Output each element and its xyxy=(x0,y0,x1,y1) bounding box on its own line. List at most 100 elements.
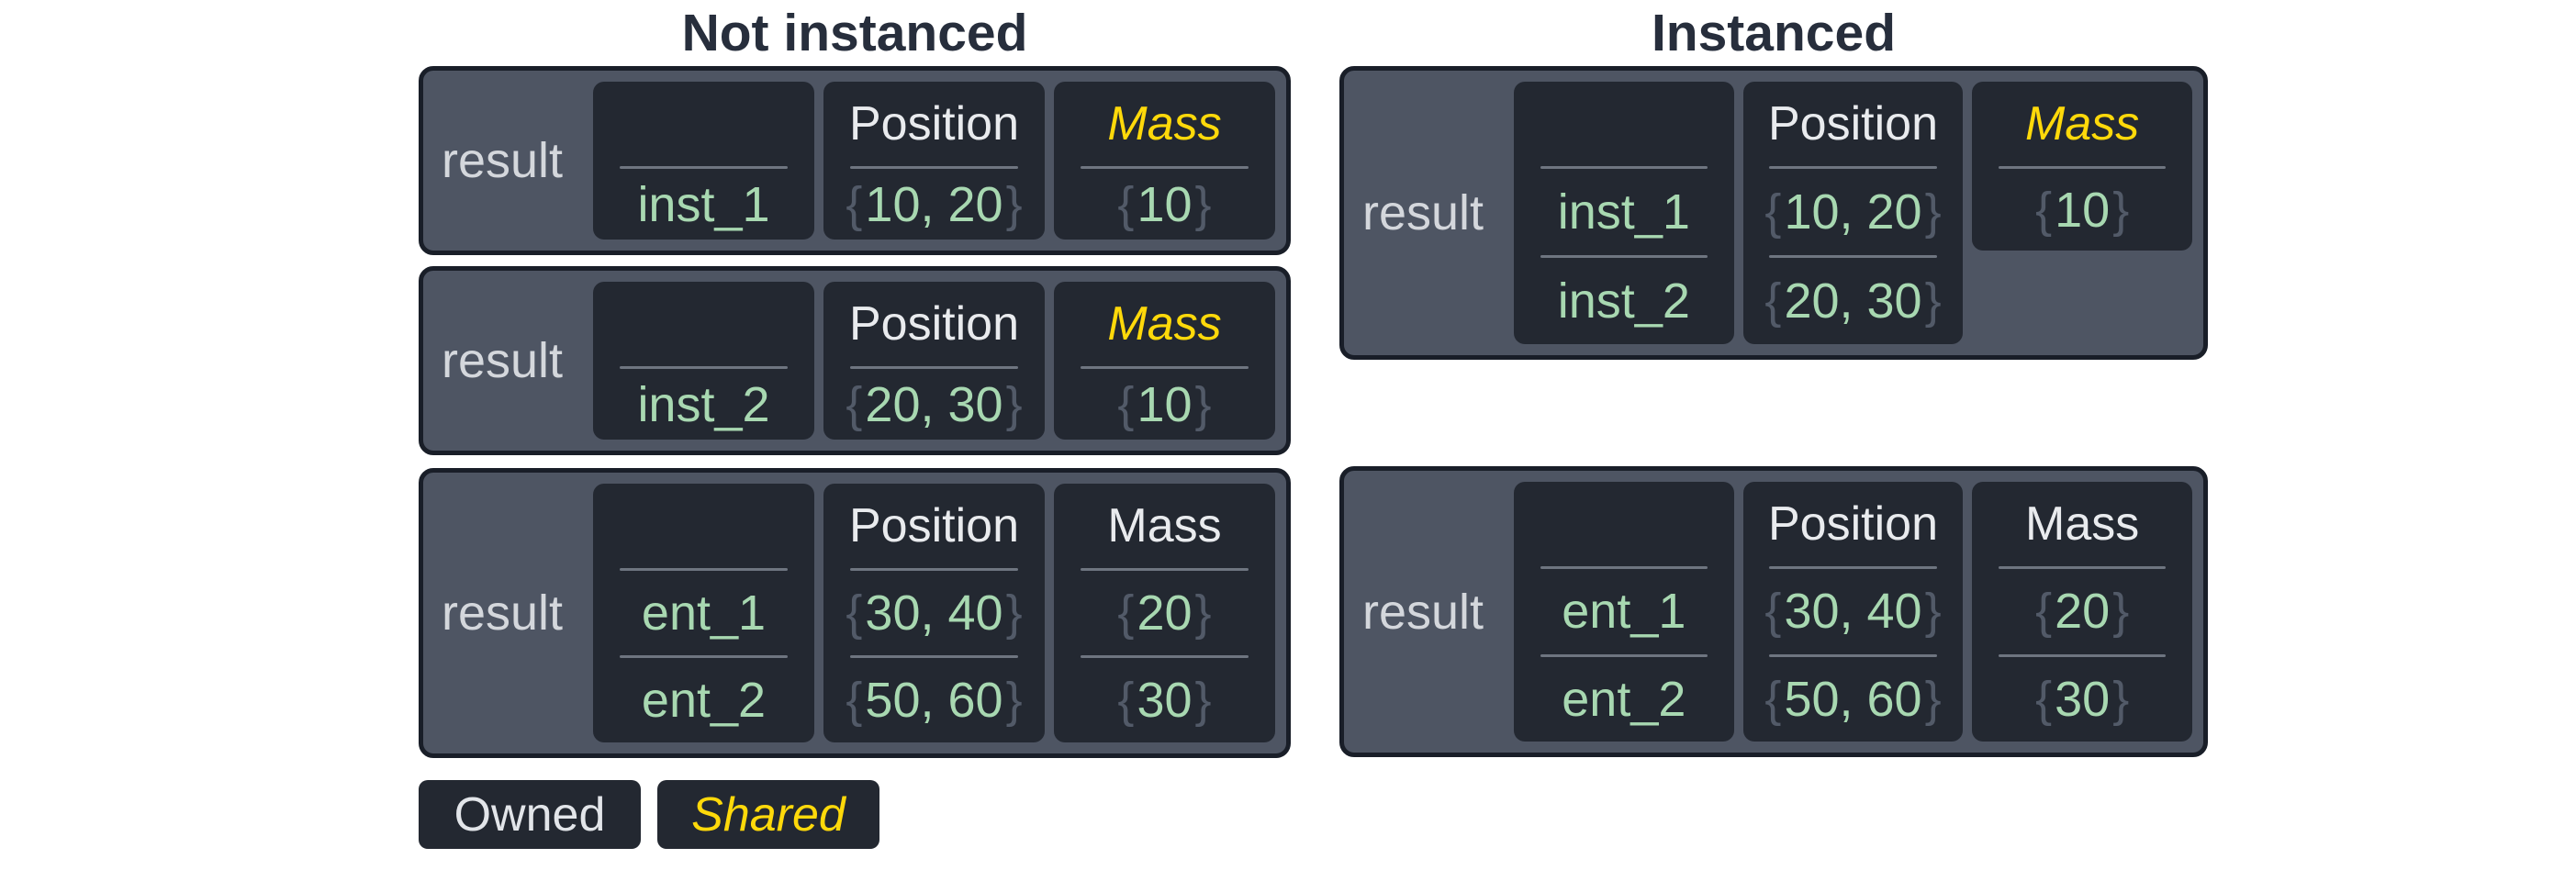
close-brace: } xyxy=(1005,673,1023,728)
not-instanced-column: Not instanced result inst_1 Position {10… xyxy=(419,0,1291,870)
close-brace: } xyxy=(2112,584,2130,640)
component-value: 20 xyxy=(2055,584,2111,640)
component-value-row: {20, 30} xyxy=(1743,258,1964,344)
entity-column: inst_1 xyxy=(593,82,814,240)
row-divider xyxy=(1540,255,1708,258)
mass-column-header: Mass xyxy=(1107,297,1222,351)
entity-row: ent_1 xyxy=(1514,569,1734,654)
mass-column-header: Mass xyxy=(1107,97,1222,151)
table-cells: inst_2 Position {20, 30} Mass {10} xyxy=(593,271,1286,451)
close-brace: } xyxy=(1924,671,1942,727)
open-brace: { xyxy=(1764,671,1782,727)
open-brace: { xyxy=(2035,671,2053,727)
open-brace: { xyxy=(846,673,863,728)
component-value: 20 xyxy=(1137,586,1193,641)
component-value: 10 xyxy=(1137,176,1193,232)
component-value: 10, 20 xyxy=(1784,184,1922,240)
open-brace: { xyxy=(1117,176,1135,232)
component-value-row: {30, 40} xyxy=(823,571,1045,655)
component-value: 30 xyxy=(1137,673,1193,728)
mass-column: Mass {20} {30} xyxy=(1054,484,1275,742)
result-box-instanced-2: result ent_1 ent_2 Position {30, 40} {50… xyxy=(1339,466,2208,757)
component-value: 20, 30 xyxy=(1784,273,1922,329)
mass-column-header: Mass xyxy=(1107,499,1222,552)
close-brace: } xyxy=(1194,673,1212,728)
result-box-not-instanced-1: result inst_1 Position {10, 20} Mass {10… xyxy=(419,66,1291,255)
component-value-row: {20} xyxy=(1054,571,1275,655)
result-label: result xyxy=(1362,584,1484,640)
mass-column-shared-single: Mass {10} xyxy=(1972,82,2193,251)
position-column: Position {30, 40} {50, 60} xyxy=(1742,482,1964,742)
component-value: 10, 20 xyxy=(865,176,1003,232)
entity-row: inst_1 xyxy=(1514,169,1734,255)
result-box-not-instanced-3: result ent_1 ent_2 Position {30, 40} {50… xyxy=(419,468,1291,758)
entity-name: inst_1 xyxy=(1557,184,1690,240)
position-column-header: Position xyxy=(1768,497,1938,551)
entity-column-header xyxy=(593,484,814,568)
header-divider xyxy=(1540,566,1708,569)
position-column-header: Position xyxy=(849,97,1019,151)
entity-column-header xyxy=(1514,82,1734,166)
entity-column-header xyxy=(593,82,814,166)
open-brace: { xyxy=(846,586,863,641)
component-value-row: {30} xyxy=(1972,657,2192,742)
header-divider xyxy=(849,366,1019,369)
position-column-header: Position xyxy=(849,499,1019,552)
position-column-header: Position xyxy=(849,297,1019,351)
not-instanced-title: Not instanced xyxy=(681,4,1028,62)
header-divider xyxy=(619,366,789,369)
component-value: 20, 30 xyxy=(865,376,1003,432)
header-divider xyxy=(1080,366,1249,369)
result-label: result xyxy=(442,333,564,388)
open-brace: { xyxy=(1117,673,1135,728)
entity-row: inst_2 xyxy=(593,369,814,440)
table-cells: ent_1 ent_2 Position {30, 40} {50, 60} M… xyxy=(1514,471,2203,753)
entity-column: inst_1 inst_2 xyxy=(1514,82,1734,344)
entity-row: inst_1 xyxy=(593,169,814,240)
entity-column-header xyxy=(1514,482,1734,566)
component-value-row: {50, 60} xyxy=(1743,657,1964,742)
legend-shared: Shared xyxy=(657,780,879,849)
header-divider xyxy=(619,166,789,169)
component-value: 30 xyxy=(2055,671,2111,727)
entity-name: inst_2 xyxy=(637,376,770,432)
entity-name: ent_1 xyxy=(1562,584,1686,640)
row-divider xyxy=(1999,653,2167,657)
open-brace: { xyxy=(1764,584,1782,640)
component-value: 50, 60 xyxy=(1784,671,1922,727)
open-brace: { xyxy=(1764,273,1782,329)
entity-row: ent_2 xyxy=(1514,657,1734,742)
open-brace: { xyxy=(2035,584,2053,640)
component-value-row: {10} xyxy=(1054,369,1275,440)
entity-column: inst_2 xyxy=(593,282,814,440)
position-column: Position {30, 40} {50, 60} xyxy=(823,484,1045,742)
entity-column-header xyxy=(593,282,814,366)
close-brace: } xyxy=(1194,586,1212,641)
close-brace: } xyxy=(1924,584,1942,640)
close-brace: } xyxy=(1005,586,1023,641)
open-brace: { xyxy=(846,176,863,232)
header-divider xyxy=(1080,568,1249,571)
result-label: result xyxy=(442,586,564,641)
component-value: 50, 60 xyxy=(865,673,1003,728)
mass-column: Mass {10} xyxy=(1054,282,1275,440)
result-label: result xyxy=(442,133,564,188)
component-value-row: {10} xyxy=(1054,169,1275,240)
open-brace: { xyxy=(1117,376,1135,432)
mass-column-header: Mass xyxy=(2025,97,2140,151)
entity-row: inst_2 xyxy=(1514,258,1734,344)
close-brace: } xyxy=(1005,376,1023,432)
component-value-row: {10, 20} xyxy=(1743,169,1964,255)
entity-name: inst_2 xyxy=(1557,273,1690,329)
entity-column: ent_1 ent_2 xyxy=(593,484,814,742)
result-label: result xyxy=(1362,185,1484,240)
header-divider xyxy=(1080,166,1249,169)
row-divider xyxy=(619,655,789,658)
header-divider xyxy=(1769,166,1937,169)
component-value-row: {10, 20} xyxy=(823,169,1045,240)
table-cells: inst_1 Position {10, 20} Mass {10} xyxy=(593,71,1286,251)
row-divider xyxy=(1769,255,1937,258)
header-divider xyxy=(849,166,1019,169)
mass-column-header: Mass xyxy=(2025,497,2140,551)
entity-row: ent_2 xyxy=(593,658,814,742)
